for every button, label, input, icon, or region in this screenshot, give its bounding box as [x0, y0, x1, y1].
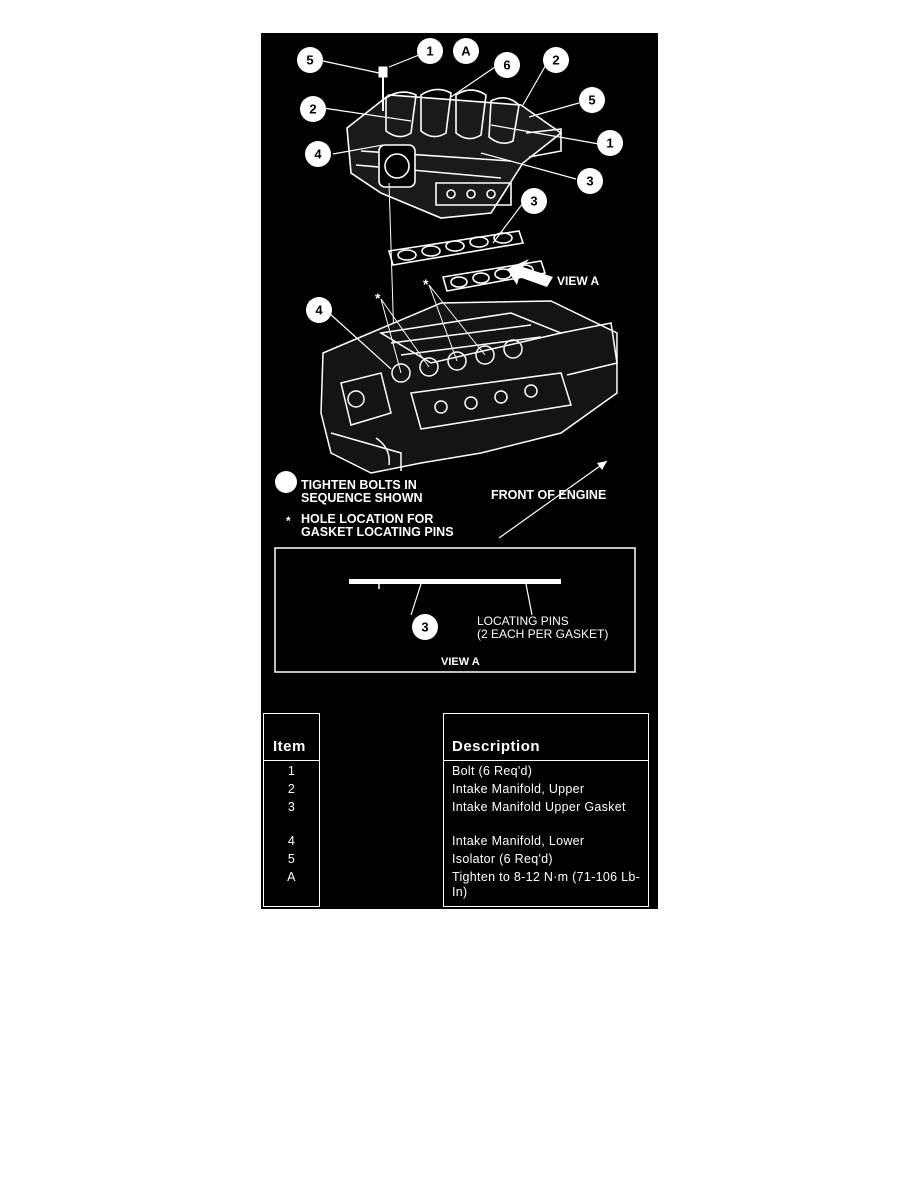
locating-pins-line1: LOCATING PINS [477, 614, 569, 628]
description-column: Description Bolt (6 Req'd) Intake Manifol… [443, 713, 649, 907]
inset-callout-3: 3 [421, 620, 428, 635]
table-item-cell: 5 [287, 852, 296, 866]
pin-hole-markers [380, 284, 486, 374]
lower-intake-manifold-engine [320, 300, 618, 474]
front-of-engine-label: FRONT OF ENGINE [491, 488, 606, 502]
svg-text:2: 2 [309, 102, 316, 117]
svg-text:1: 1 [426, 44, 433, 59]
callout-6: 6 [494, 52, 520, 78]
callout-leaders [322, 54, 600, 370]
description-header-rule [444, 760, 648, 761]
table-description-cell: Intake Manifold, Lower [452, 834, 585, 848]
legend-tighten-line2: SEQUENCE SHOWN [301, 491, 423, 505]
exploded-diagram-figure: * * 5 1 A [261, 33, 658, 909]
view-a-arrow [507, 259, 553, 287]
table-item-cell: 1 [287, 764, 296, 778]
callout-2-right: 2 [543, 47, 569, 73]
view-a-inset: 3 LOCATING PINS (2 EACH PER GASKET) VIEW… [274, 547, 636, 673]
svg-text:3: 3 [530, 194, 537, 209]
callout-1-top: 1 [417, 38, 443, 64]
svg-text:4: 4 [314, 147, 322, 162]
callout-3-gasket: 3 [521, 188, 547, 214]
manifold-diagram: * * 5 1 A [274, 38, 636, 673]
svg-text:3: 3 [586, 174, 593, 189]
callout-5-top: 5 [297, 47, 323, 73]
svg-text:5: 5 [306, 53, 313, 68]
front-of-engine-arrow: FRONT OF ENGINE [491, 460, 608, 539]
legend-asterisk-icon: * [286, 514, 291, 528]
legend-circle-icon [275, 471, 297, 493]
item-header-rule [264, 760, 319, 761]
inset-title: VIEW A [441, 656, 480, 668]
callout-4-lower: 4 [306, 297, 332, 323]
description-header: Description [452, 738, 541, 755]
svg-text:1: 1 [606, 136, 613, 151]
callout-2-left: 2 [300, 96, 326, 122]
legend-hole-line2: GASKET LOCATING PINS [301, 525, 454, 539]
svg-text:6: 6 [503, 58, 510, 73]
item-header: Item [273, 738, 306, 755]
upper-intake-manifold [346, 88, 563, 219]
table-item-cell: A [287, 870, 296, 884]
table-description-cell: Tighten to 8-12 N·m (71-106 Lb-In) [452, 870, 641, 899]
view-a-arrow-label: VIEW A [557, 274, 600, 288]
table-item-cell: 3 [287, 800, 296, 814]
upper-gasket-left [387, 230, 525, 266]
asterisk-2: * [423, 276, 429, 292]
table-description-cell: Isolator (6 Req'd) [452, 852, 553, 866]
locating-pins-line2: (2 EACH PER GASKET) [477, 627, 608, 641]
legend: TIGHTEN BOLTS IN SEQUENCE SHOWN * HOLE L… [275, 471, 454, 539]
callout-a-top: A [453, 38, 479, 64]
callout-5-right: 5 [579, 87, 605, 113]
bolt-1 [378, 66, 388, 111]
svg-text:4: 4 [315, 303, 323, 318]
svg-text:A: A [461, 44, 471, 59]
legend-tighten-line1: TIGHTEN BOLTS IN [301, 478, 417, 492]
asterisk-1: * [375, 290, 381, 306]
table-description-cell: Intake Manifold, Upper [452, 782, 585, 796]
callout-4-top: 4 [305, 141, 331, 167]
table-item-cell: 2 [287, 782, 296, 796]
table-description-cell: Intake Manifold Upper Gasket [452, 800, 626, 814]
legend-hole-line1: HOLE LOCATION FOR [301, 512, 433, 526]
table-item-cell: 4 [287, 834, 296, 848]
callout-3-upper: 3 [577, 168, 603, 194]
table-description-cell: Bolt (6 Req'd) [452, 764, 533, 778]
svg-text:2: 2 [552, 53, 559, 68]
callout-1-right: 1 [597, 130, 623, 156]
svg-text:5: 5 [588, 93, 595, 108]
